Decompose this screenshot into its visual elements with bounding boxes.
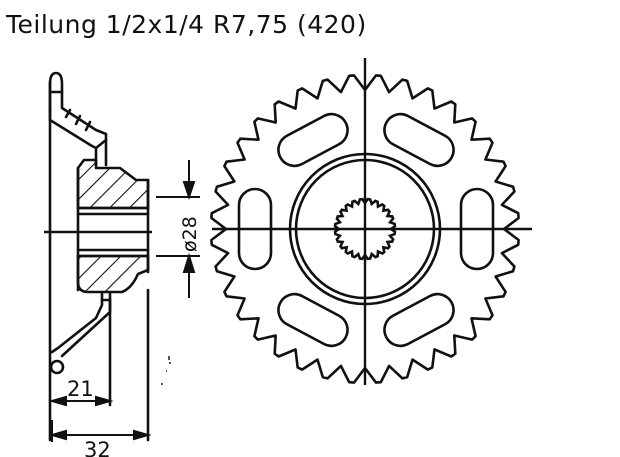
hub-width-label: 21 xyxy=(67,377,94,401)
slot-top-right xyxy=(383,112,455,168)
bore-dimension xyxy=(156,160,200,298)
web-top-profile xyxy=(48,71,108,167)
hub-section-upper xyxy=(76,158,150,210)
bore-dimension-label: ø28 xyxy=(179,216,201,252)
slot-bottom-left xyxy=(277,292,349,348)
drawing-title: Teilung 1/2x1/4 R7,75 (420) xyxy=(6,10,367,39)
overall-width-label: 32 xyxy=(84,438,111,457)
web-top-inner xyxy=(48,106,98,167)
overall-width-dimension xyxy=(48,420,152,442)
scan-speckles xyxy=(161,356,171,385)
hub-section-lower xyxy=(76,254,150,294)
side-view xyxy=(48,71,150,442)
bottom-tooth-tip xyxy=(49,359,65,375)
hub-width-dimension xyxy=(48,395,114,407)
slot-top-left xyxy=(277,112,349,168)
slot-bottom-right xyxy=(383,292,455,348)
lightening-slots xyxy=(237,112,495,348)
